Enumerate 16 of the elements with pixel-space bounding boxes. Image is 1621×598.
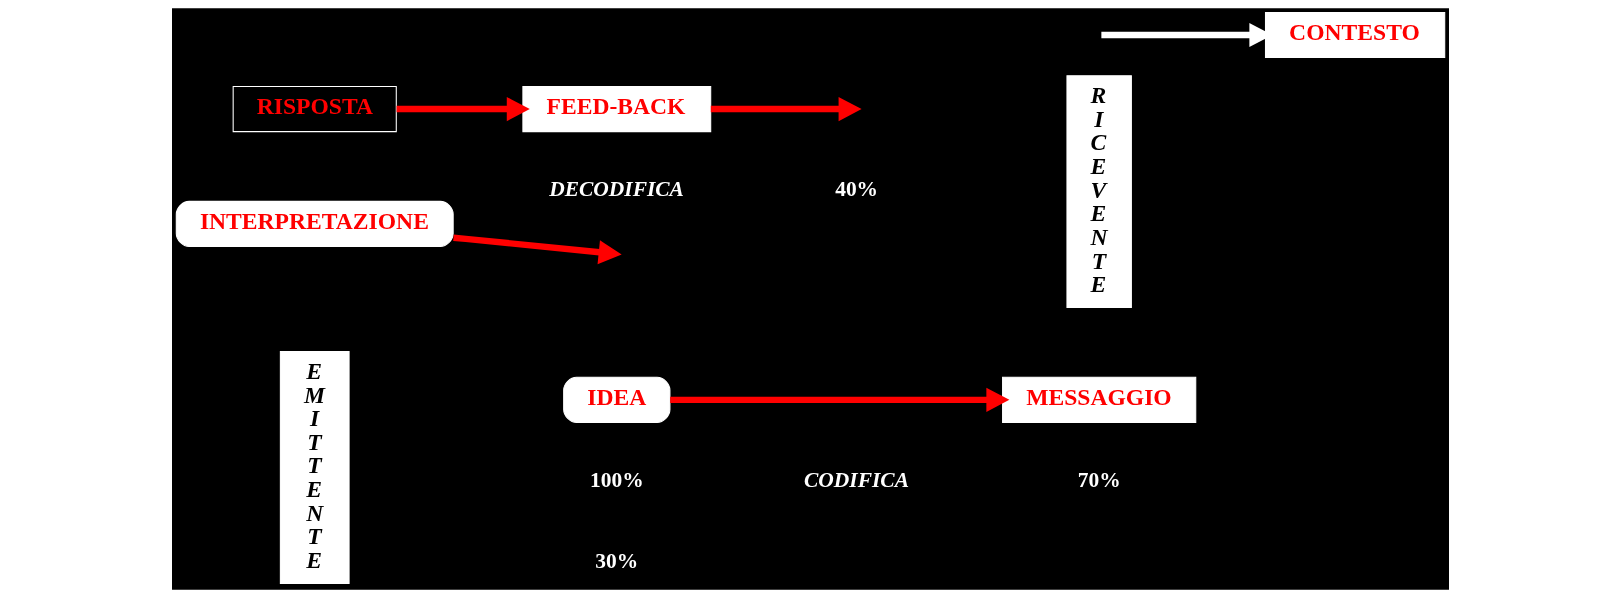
label: CODIFICA xyxy=(804,467,909,492)
node-box: INTERPRETAZIONE xyxy=(175,200,454,247)
label: 30% xyxy=(595,549,639,574)
node-box: CONTESTO xyxy=(1264,11,1446,59)
node-box: RISPOSTA xyxy=(232,86,397,133)
label: 70% xyxy=(1077,467,1121,492)
label: 100% xyxy=(589,467,644,492)
arrow xyxy=(396,96,530,122)
label: DECODIFICA xyxy=(549,176,684,201)
node-box: FEED-BACK xyxy=(522,86,712,133)
node-box: IDEA xyxy=(563,376,671,423)
node-box: MESSAGGIO xyxy=(1002,376,1197,423)
label: 40% xyxy=(835,176,879,201)
node-box: RICEVENTE xyxy=(1066,75,1132,309)
arrow xyxy=(670,387,1010,412)
node-box: EMITTENTE xyxy=(279,351,350,584)
